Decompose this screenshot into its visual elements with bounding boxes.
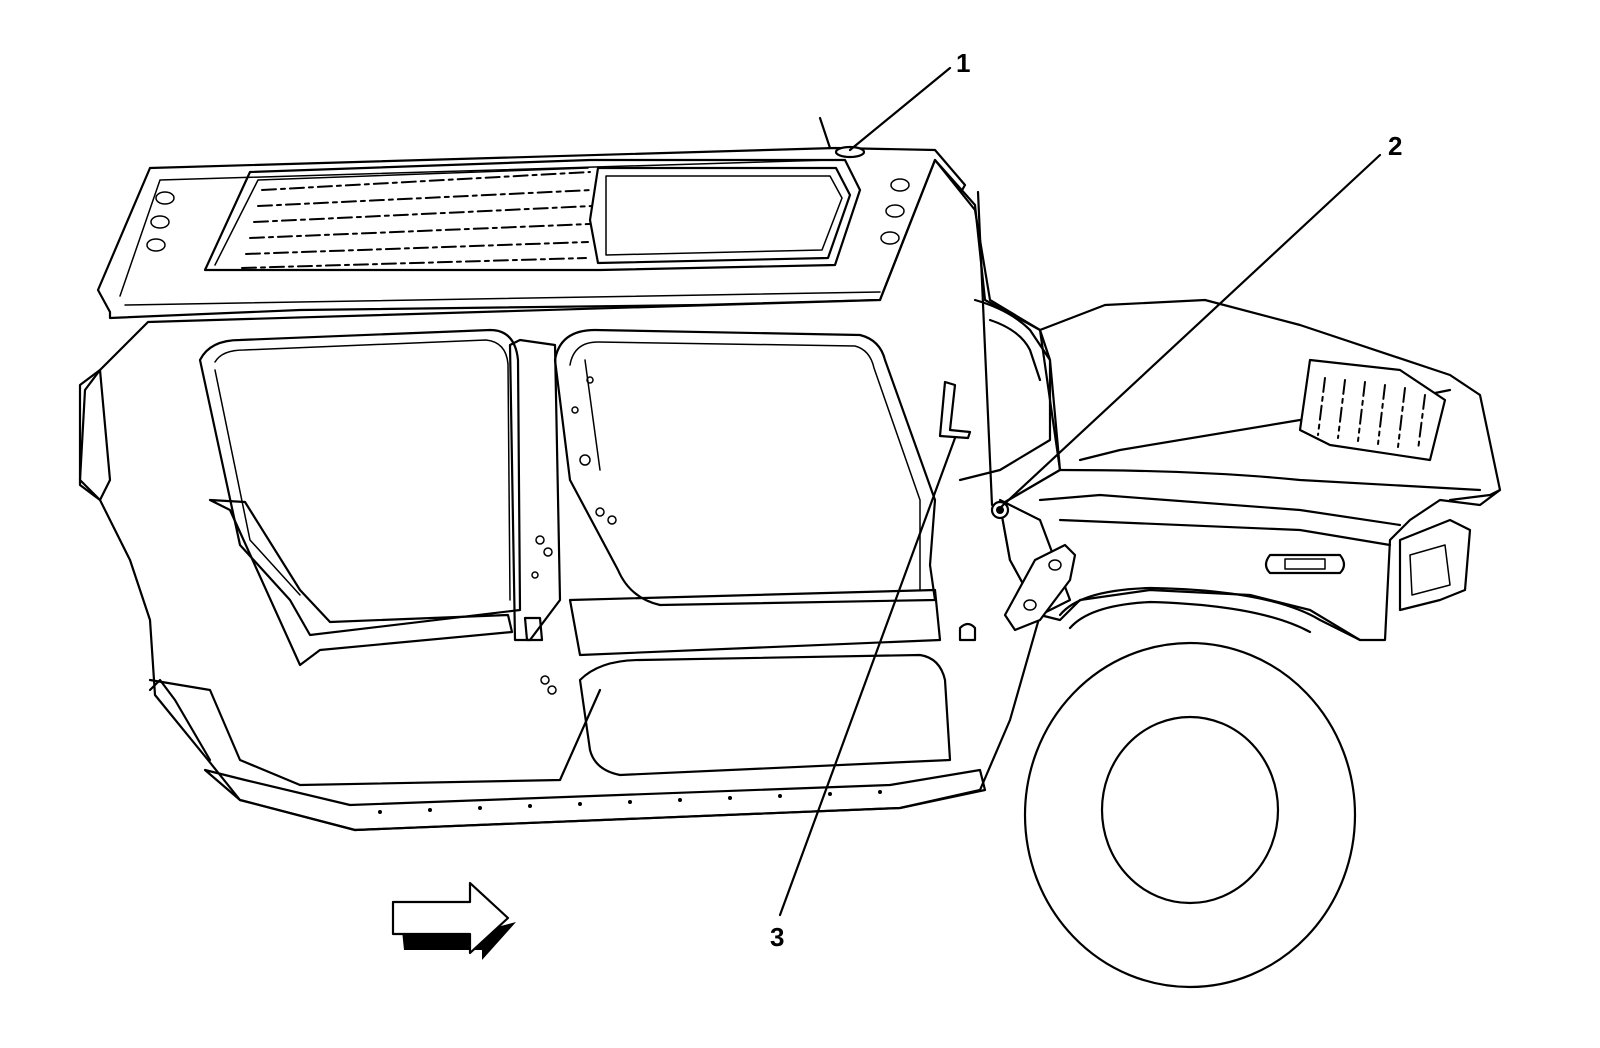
callout-2-label: 2 xyxy=(1388,131,1402,161)
callout-1-label: 1 xyxy=(956,48,970,78)
body-side-frame xyxy=(78,158,1062,832)
callout-3-label: 3 xyxy=(770,922,784,952)
callout-leaders xyxy=(778,66,1382,917)
a-pillar-area xyxy=(878,158,1052,507)
forward-arrow-icon xyxy=(391,881,516,960)
front-wheel xyxy=(1023,641,1357,989)
roof-panel xyxy=(96,116,967,320)
front-fender-hood xyxy=(990,298,1502,642)
